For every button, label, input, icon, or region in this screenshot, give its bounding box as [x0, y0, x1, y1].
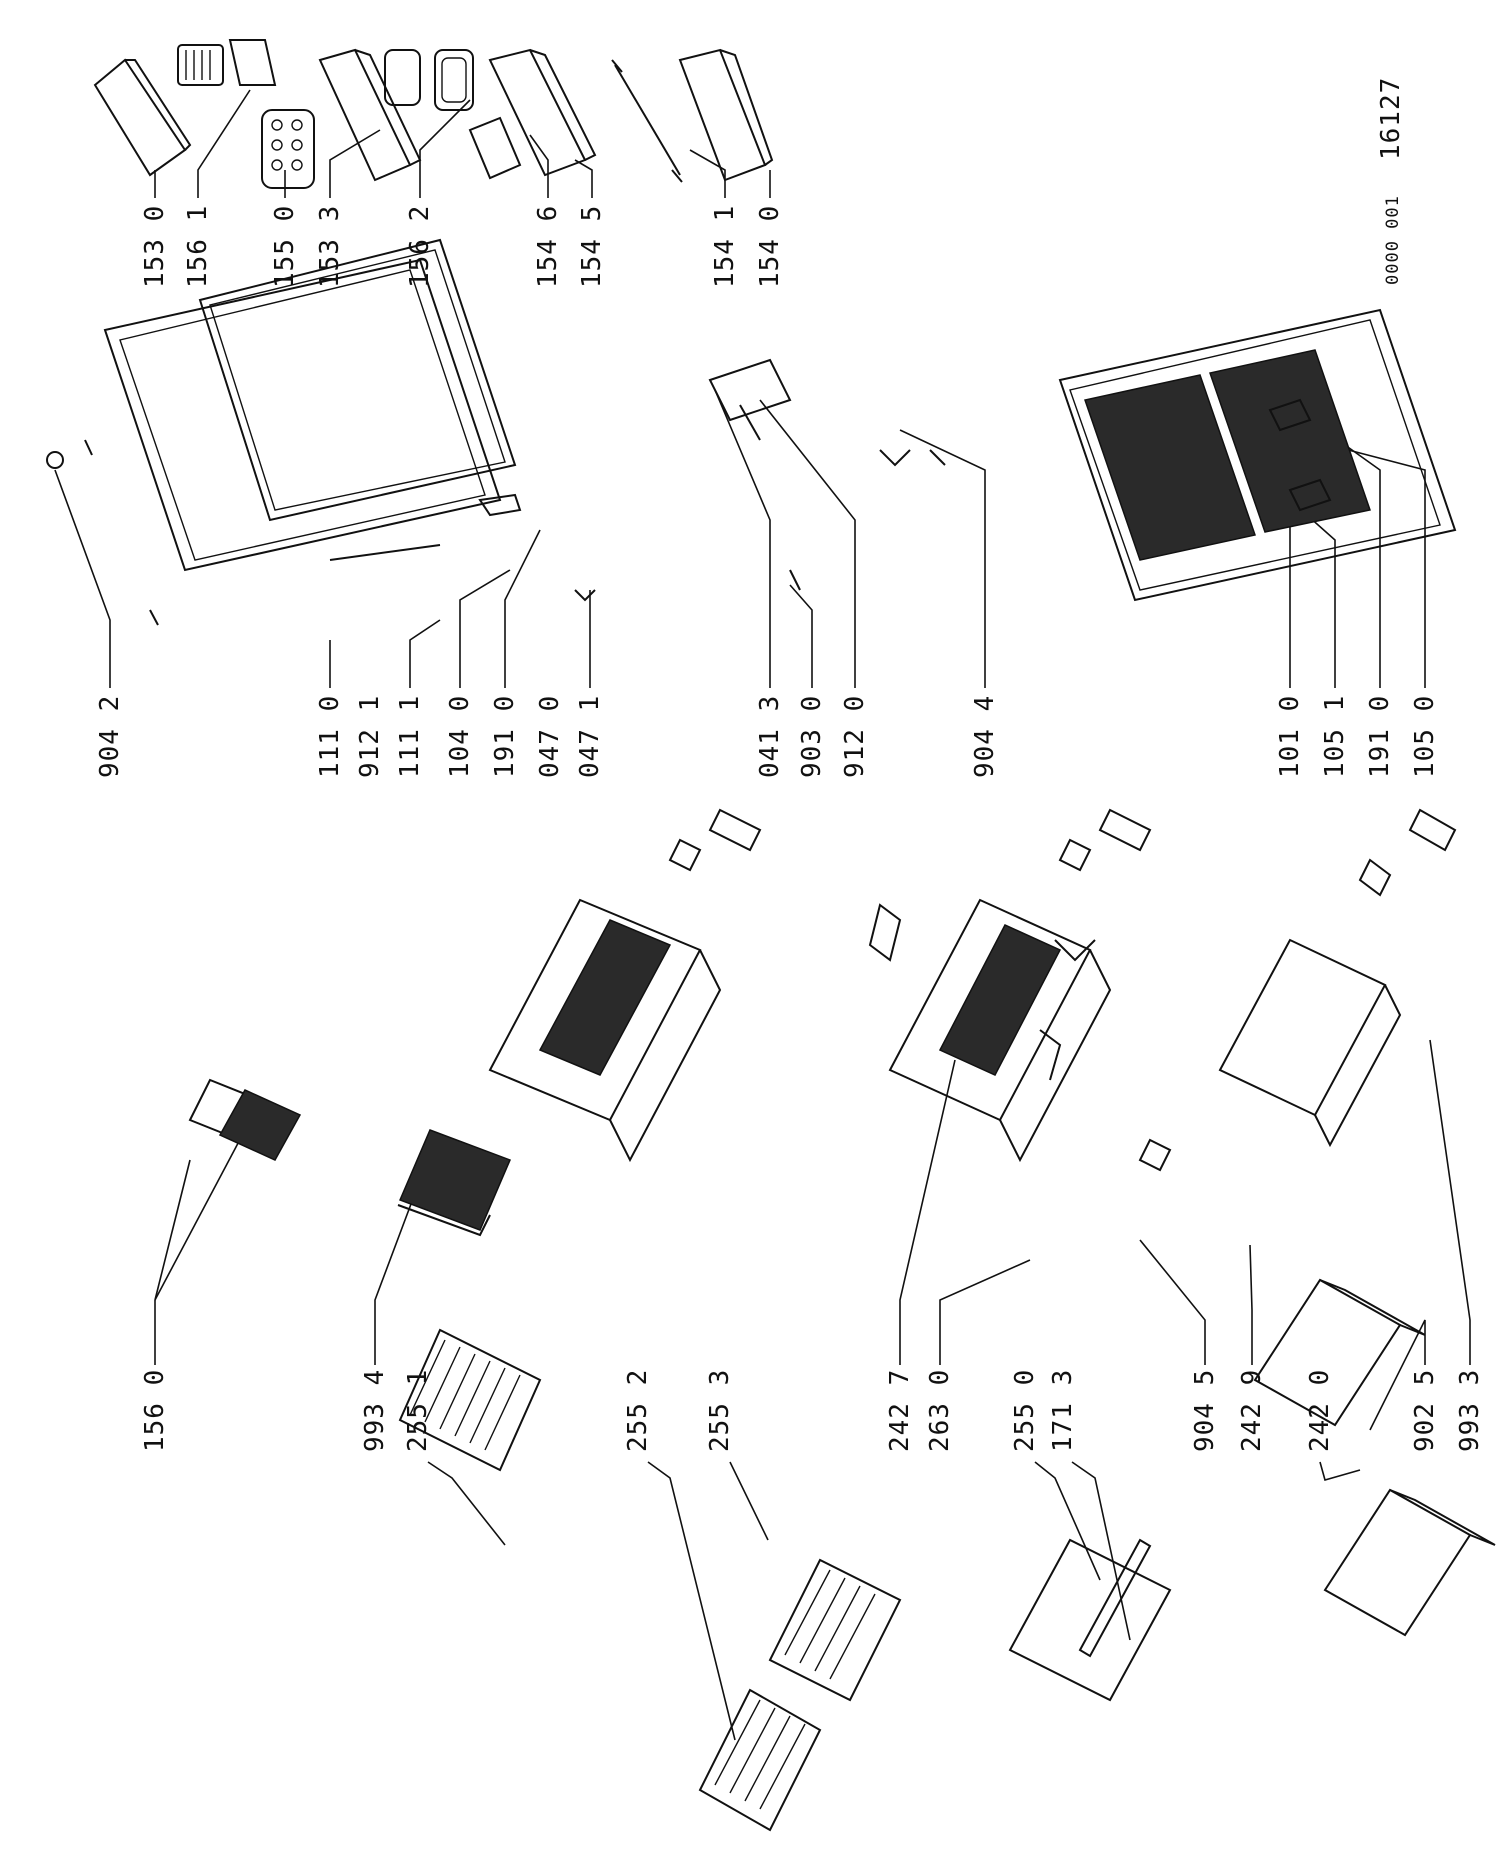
callout-191-0-freezer: 191 0	[1365, 694, 1395, 778]
callout-047-1: 047 1	[575, 694, 605, 778]
freezer-drawer-top	[488, 808, 762, 1163]
callout-903-0: 903 0	[797, 694, 827, 778]
document-code: 0000 001	[1383, 195, 1403, 285]
document-number: 16127	[1376, 76, 1406, 160]
callout-904-5: 904 5	[1190, 1368, 1220, 1452]
callout-904-2: 904 2	[95, 694, 125, 778]
freezer-door	[879, 308, 1457, 962]
crisper-drawers-242-0	[1253, 1278, 1496, 1637]
callout-191-0-door: 191 0	[490, 694, 520, 778]
butter-box-156-2	[384, 49, 474, 111]
freezer-drawer-242-7	[868, 808, 1152, 1163]
callout-156-1: 156 1	[183, 204, 213, 288]
callout-912-0: 912 0	[840, 694, 870, 778]
callout-912-1: 912 1	[355, 694, 385, 778]
callout-154-5: 154 5	[577, 204, 607, 288]
callout-047-0: 047 0	[535, 694, 565, 778]
callout-105-0: 105 0	[1410, 694, 1440, 778]
ice-tray-993-4	[397, 1129, 511, 1237]
callout-993-4: 993 4	[360, 1368, 390, 1452]
callout-101-0: 101 0	[1275, 694, 1305, 778]
door-shelf-153-0	[93, 58, 192, 177]
callout-155-0: 155 0	[270, 204, 300, 288]
callout-171-3: 171 3	[1048, 1368, 1078, 1452]
callout-993-3: 993 3	[1455, 1368, 1485, 1452]
callout-154-6: 154 6	[533, 204, 563, 288]
callout-111-1: 111 1	[395, 694, 425, 778]
callout-153-3: 153 3	[315, 204, 345, 288]
callout-255-3: 255 3	[705, 1368, 735, 1452]
glass-shelf-255-0	[1008, 1538, 1172, 1702]
callout-111-0: 111 0	[315, 694, 345, 778]
door-rail-154-1	[611, 59, 683, 183]
callout-904-4: 904 4	[970, 694, 1000, 778]
callout-242-0: 242 0	[1305, 1368, 1335, 1452]
callout-153-0: 153 0	[140, 204, 170, 288]
door-bin-154-0	[678, 48, 774, 182]
fridge-door-101	[46, 238, 596, 626]
callout-156-2: 156 2	[405, 204, 435, 288]
callout-242-9: 242 9	[1237, 1368, 1267, 1452]
callout-154-1: 154 1	[710, 204, 740, 288]
door-bin-154-5	[468, 48, 597, 180]
callout-255-2: 255 2	[623, 1368, 653, 1452]
callout-242-7: 242 7	[885, 1368, 915, 1452]
callout-255-0: 255 0	[1010, 1368, 1040, 1452]
egg-holder-155-0	[261, 109, 315, 189]
egg-tray-156-1	[177, 39, 277, 86]
glass-shelf-255-1	[398, 1328, 542, 1472]
callout-105-1: 105 1	[1320, 694, 1350, 778]
shelves-255-2-255-3	[698, 1558, 902, 1832]
callout-041-3: 041 3	[755, 694, 785, 778]
hinge-041-3	[708, 358, 801, 591]
egg-tray-156-0	[188, 1078, 302, 1161]
callout-902-5: 902 5	[1410, 1368, 1440, 1452]
callout-263-0: 263 0	[925, 1368, 955, 1452]
freezer-drawer-242-9	[1138, 808, 1457, 1172]
callout-255-1: 255 1	[403, 1368, 433, 1452]
callout-154-0: 154 0	[755, 204, 785, 288]
callout-156-0: 156 0	[140, 1368, 170, 1452]
callout-104-0: 104 0	[445, 694, 475, 778]
door-bin-153-3	[318, 48, 422, 182]
